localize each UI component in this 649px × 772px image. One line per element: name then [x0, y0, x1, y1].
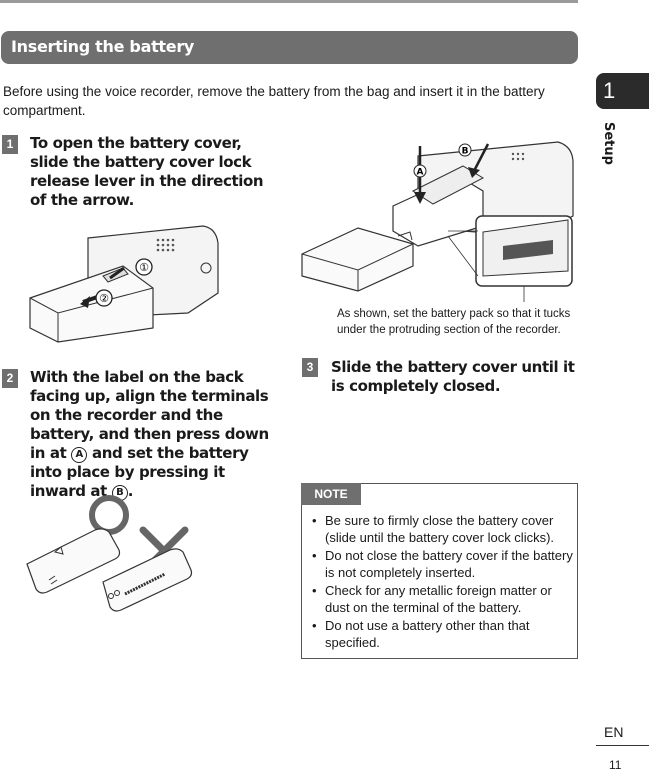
chapter-number: 1 [603, 78, 616, 103]
marker-a: A [71, 447, 88, 463]
section-title: Inserting the battery [11, 37, 195, 56]
page-number: 11 [609, 758, 622, 772]
intro-text: Before using the voice recorder, remove … [3, 84, 545, 118]
chapter-label: Setup [601, 122, 616, 165]
figure-callout-a: A [417, 168, 424, 178]
footer-rule [596, 745, 649, 746]
step-3-text: Slide the battery cover until it is comp… [331, 358, 575, 395]
step-2-text-end: . [127, 482, 134, 500]
note-item: Check for any metallic foreign matter or… [312, 582, 574, 616]
figure-insert-battery: A B [301, 141, 574, 302]
step-2-number: 2 [2, 369, 18, 388]
step-2-text-b: and set the battery into place by pressi… [30, 444, 249, 500]
figure-callout-b: B [462, 147, 469, 157]
chapter-label-vertical: Setup [598, 122, 618, 166]
step-2-text-a: With the label on the back facing up, al… [30, 368, 269, 462]
note-item: Do not use a battery other than that spe… [312, 617, 574, 651]
chapter-tab [596, 73, 649, 109]
figure-battery-orientation [26, 495, 193, 612]
step-1-text: To open the battery cover, slide the bat… [30, 134, 264, 209]
correct-mark-icon [89, 495, 129, 535]
figure-callout-2: ② [99, 292, 109, 305]
note-item: Be sure to firmly close the battery cove… [312, 512, 574, 546]
top-rule [0, 0, 578, 3]
section-header-bar [1, 31, 578, 64]
figure-open-cover: ① ② [29, 225, 219, 343]
note-box [301, 483, 578, 659]
figure-caption: As shown, set the battery pack so that i… [337, 308, 571, 336]
note-list: Be sure to firmly close the battery cove… [312, 512, 574, 652]
figure-callout-1: ① [139, 261, 149, 274]
note-item: Do not close the battery cover if the ba… [312, 547, 574, 581]
language-label: EN [604, 724, 624, 740]
step-2-text: With the label on the back facing up, al… [30, 368, 280, 501]
step-3-number: 3 [302, 358, 318, 377]
note-label: NOTE [301, 483, 361, 505]
step-1-number: 1 [2, 135, 18, 154]
